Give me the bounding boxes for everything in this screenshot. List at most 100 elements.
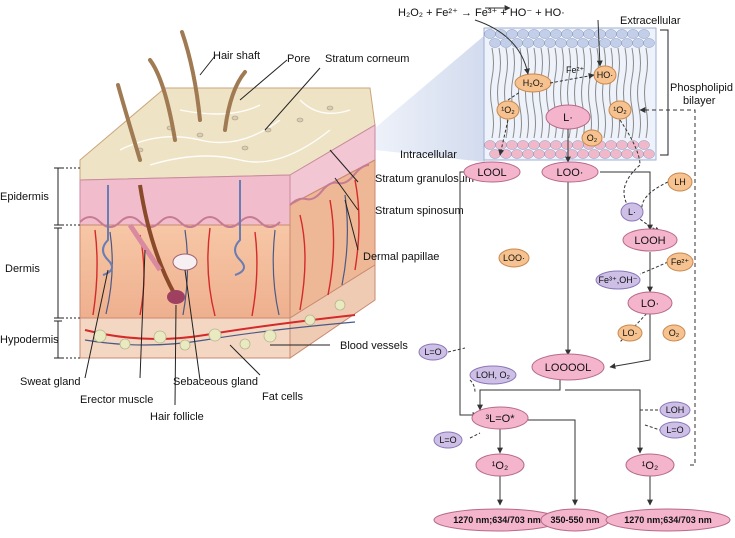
label-stratum-granulosum-1: Stratum granulosum — [375, 173, 474, 185]
label-dermis: Dermis — [5, 263, 40, 275]
lipid-head — [533, 38, 545, 48]
label-stratum-corneum: Stratum corneum — [325, 53, 409, 65]
lipid-head — [484, 29, 496, 39]
lipid-head — [605, 140, 617, 150]
label-bilayer: bilayer — [683, 95, 716, 107]
lipid-head — [599, 149, 611, 159]
lipid-head — [495, 140, 507, 150]
lipid-tail — [616, 47, 620, 139]
node-o2-side: O₂ — [669, 328, 680, 338]
node-lh: LH — [674, 177, 686, 187]
lipid-head — [621, 38, 633, 48]
lipid-head — [528, 29, 540, 39]
lipid-head — [588, 38, 600, 48]
lipid-head — [500, 149, 512, 159]
lipid-head — [539, 140, 551, 150]
output-middle: 350-550 nm — [550, 515, 599, 525]
label-blood-vessels: Blood vessels — [340, 340, 408, 352]
node-singlet-o2-right: ¹O₂ — [642, 460, 659, 472]
label-erector-muscle: Erector muscle — [80, 394, 153, 406]
lipid-head — [495, 29, 507, 39]
lipid-head — [610, 149, 622, 159]
lipid-head — [561, 29, 573, 39]
sebaceous-gland — [172, 253, 198, 271]
node-lo-side: LO· — [622, 328, 637, 338]
fenton-equation: H₂O₂ + Fe²⁺ → Fe³⁺ + HO⁻ + HO· — [398, 7, 565, 19]
sweat-glands — [102, 180, 245, 276]
lipid-head — [522, 149, 534, 159]
node-loh-right: LOH — [666, 405, 685, 415]
label-phospholipid: Phospholipid — [670, 82, 733, 94]
lipid-tail — [637, 47, 641, 139]
callout-lines — [84, 55, 359, 406]
lipid-head — [506, 140, 518, 150]
node-lool: LOOL — [477, 167, 506, 179]
node-loo-side: LOO· — [503, 253, 525, 263]
lipid-tail — [511, 47, 515, 139]
lipid-head — [616, 29, 628, 39]
erector-muscle — [127, 223, 163, 272]
node-loo: LOO· — [557, 167, 584, 179]
output-right: 1270 nm;634/703 nm — [624, 515, 712, 525]
lipid-head — [561, 140, 573, 150]
label-epidermis: Epidermis — [0, 191, 49, 203]
zoom-funnel — [375, 35, 485, 162]
node-l-eq-o-left: L=O — [424, 347, 441, 357]
hair-follicle — [138, 184, 177, 296]
lipid-tail — [602, 47, 606, 139]
node-triplet-carbonyl: ³L=O* — [485, 413, 515, 425]
label-extracellular: Extracellular — [620, 15, 681, 27]
lipid-head — [550, 29, 562, 39]
lipid-tail — [497, 47, 501, 139]
species-o2: O₂ — [587, 133, 598, 143]
lipid-head — [610, 38, 622, 48]
lipid-tail — [623, 47, 627, 139]
node-loool: LOOOOL — [545, 362, 591, 374]
label-fat-cells: Fat cells — [262, 391, 303, 403]
lipid-head — [616, 140, 628, 150]
lipid-head — [484, 140, 496, 150]
layer-brackets — [54, 167, 80, 359]
dermal-papillae-line — [79, 164, 370, 228]
species-h2o2: H₂O₂ — [523, 78, 544, 88]
lipid-head — [643, 149, 655, 159]
emission-outputs: 1270 nm;634/703 nm 350-550 nm 1270 nm;63… — [433, 508, 731, 532]
lipid-tail — [525, 47, 529, 139]
node-fe2-side: Fe²⁺ — [671, 257, 690, 267]
lipid-head — [550, 140, 562, 150]
lipid-head — [544, 149, 556, 159]
label-stratum-spinosum: Stratum spinosum — [375, 205, 464, 217]
node-singlet-o2-mid: ¹O₂ — [492, 460, 509, 472]
species-fe2: Fe²⁺ — [566, 65, 585, 75]
lipid-head — [533, 149, 545, 159]
lipid-head — [621, 149, 633, 159]
label-hypodermis: Hypodermis — [0, 334, 59, 346]
phospholipid-membrane — [483, 27, 657, 161]
lipid-head — [555, 38, 567, 48]
node-l-radical: L· — [628, 207, 636, 217]
node-loh-o2: LOH, O₂ — [476, 370, 511, 380]
hair-shafts — [116, 30, 247, 162]
node-l-eq-o-right: L=O — [666, 425, 683, 435]
lipid-head — [517, 29, 529, 39]
lipid-head — [544, 38, 556, 48]
lipid-head — [566, 38, 578, 48]
lipid-head — [632, 38, 644, 48]
lipid-head — [539, 29, 551, 39]
lipid-head — [577, 149, 589, 159]
lipid-tail — [644, 47, 648, 139]
lipid-head — [489, 38, 501, 48]
fat-cell-cluster — [93, 299, 346, 351]
node-looh: LOOH — [634, 235, 665, 247]
output-left: 1270 nm;634/703 nm — [453, 515, 541, 525]
lipid-tail — [609, 47, 613, 139]
lipid-head — [555, 149, 567, 159]
lipid-tail — [539, 47, 543, 139]
hair-bulb — [167, 290, 185, 304]
lipid-head — [605, 29, 617, 39]
label-sebaceous-gland: Sebaceous gland — [173, 376, 258, 388]
node-l-eq-o-mid: L=O — [439, 435, 456, 445]
label-hair-shaft: Hair shaft — [213, 50, 260, 62]
lipid-head — [517, 140, 529, 150]
